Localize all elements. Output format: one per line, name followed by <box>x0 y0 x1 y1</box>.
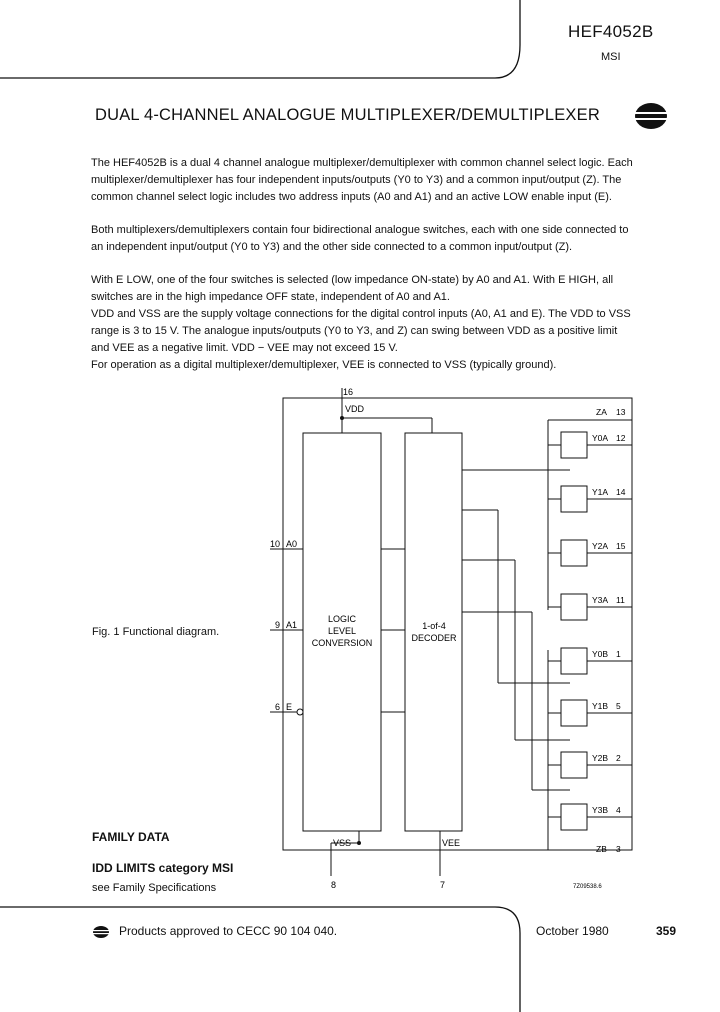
pin-y0a-name: Y0A <box>592 433 608 443</box>
logic-label-1: LOGIC <box>328 614 357 624</box>
pin-vee-name: VEE <box>442 838 460 848</box>
pin-e-num: 6 <box>275 702 280 712</box>
family-spec-note: see Family Specifications <box>92 882 217 894</box>
pin-a1-name: A1 <box>286 620 297 630</box>
header-rules <box>0 0 521 79</box>
pin-y2a-num: 15 <box>616 541 626 551</box>
category-label: MSI <box>601 51 621 63</box>
pin-a1-num: 9 <box>275 620 280 630</box>
pin-za-name: ZA <box>596 407 607 417</box>
footer-rules <box>0 906 521 1012</box>
pin-zb-name: ZB <box>596 844 607 854</box>
paragraph-4: VDD and VSS are the supply voltage conne… <box>91 308 631 354</box>
pin-y3b-num: 4 <box>616 805 621 815</box>
pin-y3a-num: 11 <box>616 595 625 605</box>
pin-y1b-name: Y1B <box>592 701 608 711</box>
enable-paragraph: With E LOW, one of the four switches is … <box>91 272 636 306</box>
paragraph-1: The HEF4052B is a dual 4 channel analogu… <box>91 157 633 203</box>
pin-vss-name: VSS <box>333 838 351 848</box>
pin-zb-num: 3 <box>616 844 621 854</box>
pin-y0b-name: Y0B <box>592 649 608 659</box>
pin-vdd-num: 16 <box>343 387 353 397</box>
digital-paragraph: For operation as a digital multiplexer/d… <box>91 357 636 374</box>
pin-y2b-num: 2 <box>616 753 621 763</box>
paragraph-2: Both multiplexers/demultiplexers contain… <box>91 224 629 253</box>
page-title: DUAL 4-CHANNEL ANALOGUE MULTIPLEXER/DEMU… <box>95 106 600 124</box>
pin-vee-num: 7 <box>440 880 445 890</box>
logic-label-3: CONVERSION <box>312 638 373 648</box>
logic-label-2: LEVEL <box>328 626 356 636</box>
package-outline <box>282 397 633 851</box>
pin-y2b-name: Y2B <box>592 753 608 763</box>
pin-y3a-name: Y3A <box>592 595 608 605</box>
intro-paragraph: The HEF4052B is a dual 4 channel analogu… <box>91 155 636 205</box>
pin-a0-num: 10 <box>270 539 280 549</box>
pin-y3b-name: Y3B <box>592 805 608 815</box>
pin-y1a-name: Y1A <box>592 487 608 497</box>
philips-small-logo-icon <box>93 926 109 938</box>
part-number: HEF4052B <box>568 22 654 41</box>
idd-limits-heading: IDD LIMITS category MSI <box>92 861 234 875</box>
pin-a0-name: A0 <box>286 539 297 549</box>
drawing-code: 7Z09538.6 <box>573 884 602 890</box>
pin-vdd-name: VDD <box>345 404 365 414</box>
cecc-approval: Products approved to CECC 90 104 040. <box>119 924 338 938</box>
paragraph-3: With E LOW, one of the four switches is … <box>91 274 614 303</box>
decoder-label-2: DECODER <box>411 633 457 643</box>
pin-y1b-num: 5 <box>616 701 621 711</box>
page-number: 359 <box>656 924 677 938</box>
decoder-label-1: 1-of-4 <box>422 621 446 631</box>
pin-y0b-num: 1 <box>616 649 621 659</box>
decoder-block <box>404 432 463 832</box>
switch-paragraph: Both multiplexers/demultiplexers contain… <box>91 222 636 256</box>
figure-caption: Fig. 1 Functional diagram. <box>92 626 220 638</box>
pin-za-num: 13 <box>616 407 626 417</box>
family-data-heading: FAMILY DATA <box>92 830 170 844</box>
pin-y2a-name: Y2A <box>592 541 608 551</box>
pin-vss-num: 8 <box>331 880 336 890</box>
supply-paragraph: VDD and VSS are the supply voltage conne… <box>91 306 636 356</box>
pin-e-name: E <box>286 702 292 712</box>
pin-y0a-num: 12 <box>616 433 626 443</box>
philips-logo-icon <box>635 103 667 129</box>
paragraph-5: For operation as a digital multiplexer/d… <box>91 359 557 371</box>
pin-y1a-num: 14 <box>616 487 626 497</box>
footer-date: October 1980 <box>536 924 609 938</box>
